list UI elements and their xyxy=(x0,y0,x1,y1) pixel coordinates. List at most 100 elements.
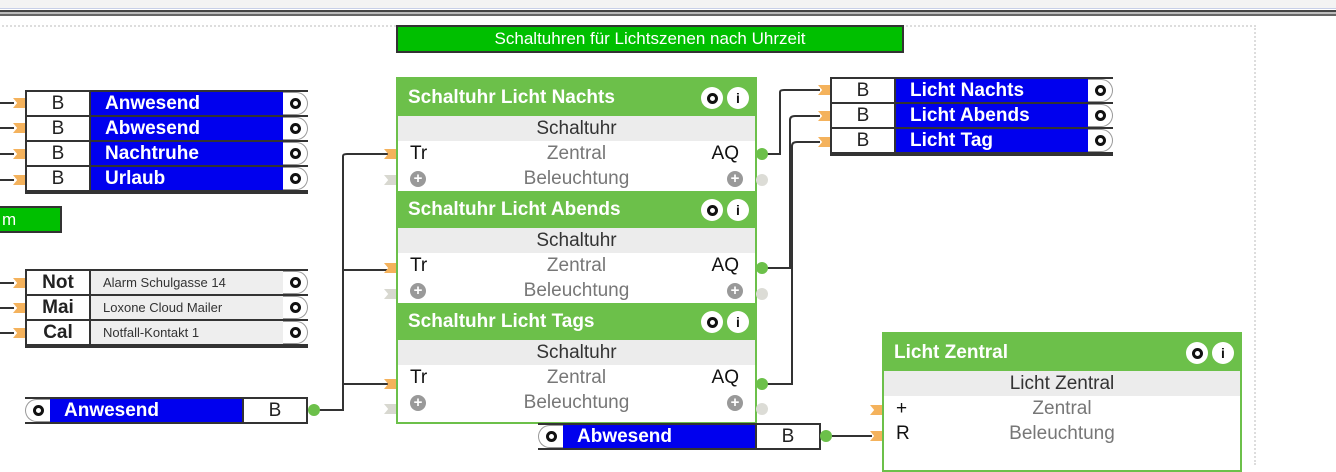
input-connector[interactable] xyxy=(384,404,396,414)
input-connector[interactable] xyxy=(13,278,25,288)
add-output-icon[interactable]: + xyxy=(727,395,743,411)
input-connector[interactable] xyxy=(870,405,882,415)
gear-icon[interactable] xyxy=(701,199,723,221)
add-input-icon[interactable]: + xyxy=(410,283,426,299)
gear-icon[interactable] xyxy=(1186,342,1208,364)
info-icon[interactable]: i xyxy=(727,87,749,109)
gear-icon[interactable] xyxy=(289,302,301,313)
input-anwesend[interactable]: Anwesend B xyxy=(25,397,308,424)
timer-title: Schaltuhr Licht Tags xyxy=(408,311,595,332)
gear-icon[interactable] xyxy=(289,123,301,134)
gear-icon[interactable] xyxy=(1094,110,1106,121)
gear-icon[interactable] xyxy=(289,327,301,338)
output-connector[interactable] xyxy=(820,430,832,442)
gear-icon[interactable] xyxy=(289,277,301,288)
input-connector[interactable] xyxy=(13,98,25,108)
memory-type: B xyxy=(832,104,896,127)
add-input-icon[interactable]: + xyxy=(410,171,426,187)
input-connector[interactable] xyxy=(818,137,830,147)
gear-icon[interactable] xyxy=(545,431,557,442)
gear-icon[interactable] xyxy=(289,148,301,159)
gear-icon[interactable] xyxy=(32,405,44,416)
output-connector[interactable] xyxy=(756,403,768,415)
info-icon[interactable]: i xyxy=(1212,342,1234,364)
output-connector[interactable] xyxy=(756,148,768,160)
block-type: Schaltuhr xyxy=(398,228,755,253)
output-connector[interactable] xyxy=(756,262,768,274)
input-connector[interactable] xyxy=(13,303,25,313)
input-label: Tr xyxy=(410,367,428,388)
memory-name: Notfall-Kontakt 1 xyxy=(91,321,283,344)
input-connector[interactable] xyxy=(13,123,25,133)
memory-type: B xyxy=(27,92,91,115)
input-connector[interactable] xyxy=(13,328,25,338)
gear-icon[interactable] xyxy=(289,98,301,109)
gear-icon[interactable] xyxy=(1094,85,1106,96)
room: Beleuchtung xyxy=(523,280,630,301)
block-type: Schaltuhr xyxy=(398,116,755,141)
input-label: Tr xyxy=(410,143,428,164)
input-label: R xyxy=(896,423,910,444)
input-connector[interactable] xyxy=(384,263,396,273)
add-output-icon[interactable]: + xyxy=(727,171,743,187)
category: Zentral xyxy=(546,143,607,164)
memory-name: Anwesend xyxy=(91,92,283,115)
input-connector[interactable] xyxy=(384,379,396,389)
block-type: Schaltuhr xyxy=(398,340,755,365)
input-name: Abwesend xyxy=(563,425,755,448)
input-connector[interactable] xyxy=(870,431,882,441)
memory-type: B xyxy=(27,117,91,140)
gear-icon[interactable] xyxy=(701,87,723,109)
block-type: Licht Zentral xyxy=(884,371,1240,396)
timer-title: Schaltuhr Licht Nachts xyxy=(408,87,615,108)
comment-box[interactable]: m xyxy=(0,206,62,233)
input-connector[interactable] xyxy=(818,85,830,95)
add-output-icon[interactable]: + xyxy=(727,283,743,299)
info-icon[interactable]: i xyxy=(727,311,749,333)
room: Beleuchtung xyxy=(523,392,630,413)
info-icon[interactable]: i xyxy=(727,199,749,221)
input-connector[interactable] xyxy=(384,149,396,159)
output-connector[interactable] xyxy=(308,404,320,416)
gear-icon[interactable] xyxy=(289,173,301,184)
output-connector[interactable] xyxy=(756,288,768,300)
add-input-icon[interactable]: + xyxy=(410,395,426,411)
wire-anwesend-to-timers xyxy=(318,153,388,411)
wire-tags xyxy=(766,141,820,385)
block-title: Licht Zentral xyxy=(894,342,1009,363)
input-name: Anwesend xyxy=(50,399,242,422)
input-type: B xyxy=(755,425,819,448)
gear-icon[interactable] xyxy=(701,311,723,333)
input-connector[interactable] xyxy=(384,289,396,299)
input-label: Tr xyxy=(410,255,428,276)
input-connector[interactable] xyxy=(384,175,396,185)
input-abwesend[interactable]: Abwesend B xyxy=(538,423,821,450)
output-label: AQ xyxy=(711,143,739,164)
input-connector[interactable] xyxy=(13,175,25,185)
input-connector[interactable] xyxy=(818,111,830,121)
output-connector[interactable] xyxy=(756,174,768,186)
gear-icon[interactable] xyxy=(1094,135,1106,146)
category: Zentral xyxy=(1032,398,1092,419)
canvas-title[interactable]: Schaltuhren für Lichtszenen nach Uhrzeit xyxy=(396,25,904,53)
input-connector[interactable] xyxy=(13,149,25,159)
output-connector[interactable] xyxy=(756,378,768,390)
timer-block[interactable]: Schaltuhr Licht Nachts i Schaltuhr Tr Zent… xyxy=(398,79,755,191)
wire-abends xyxy=(766,115,820,269)
timer-title: Schaltuhr Licht Abends xyxy=(408,199,621,220)
